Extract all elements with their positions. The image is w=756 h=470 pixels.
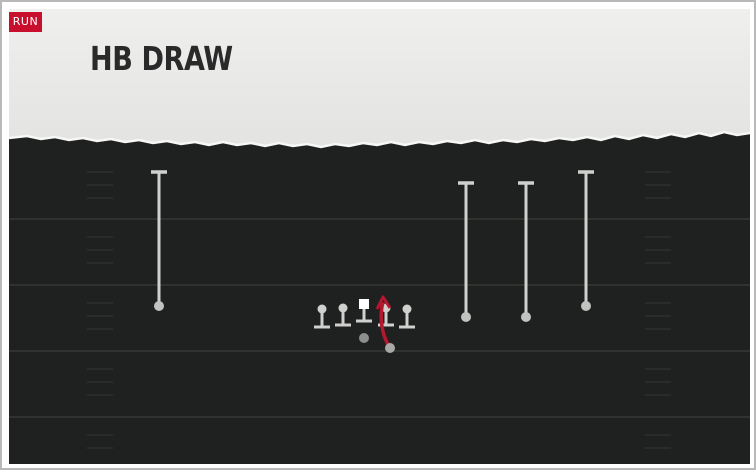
receiver-route-1	[151, 170, 167, 311]
play-title: HB DRAW	[90, 39, 233, 78]
running-back-path	[375, 295, 395, 353]
play-diagram: RUN HB DRAW	[9, 9, 750, 464]
receiver-route-2	[458, 181, 474, 322]
quarterback-marker	[359, 333, 369, 343]
lineman-left-guard	[335, 303, 351, 327]
center	[356, 299, 372, 323]
receiver-route-4	[578, 170, 594, 311]
yard-lines	[9, 218, 750, 418]
football-field	[9, 170, 750, 449]
receiver-route-3	[518, 181, 534, 322]
play-type-badge: RUN	[9, 12, 42, 32]
paper-header	[9, 9, 750, 149]
lineman-left-tackle	[314, 304, 330, 329]
hash-marks	[87, 171, 671, 449]
lineman-right-tackle	[399, 304, 415, 329]
